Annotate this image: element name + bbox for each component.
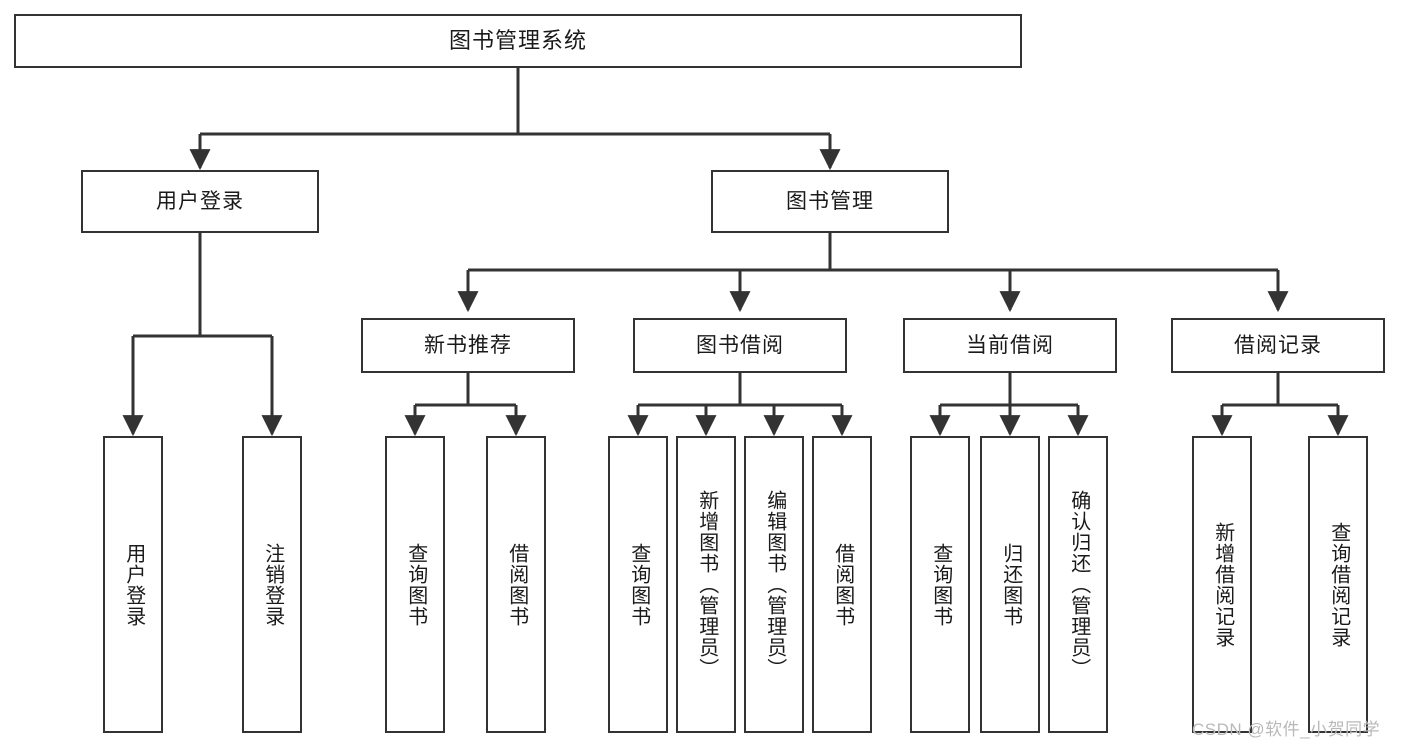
node-user-login-label: 用户登录 [156,189,244,213]
node-root[interactable]: 图书管理系统 [14,14,1022,68]
node-current-borrow-label: 当前借阅 [966,333,1054,357]
node-root-label: 图书管理系统 [448,27,587,53]
leaf-user-login-2[interactable]: 注销登录 [242,436,302,733]
node-book-manage-label: 图书管理 [786,189,874,213]
leaf-new-book-2-label: 借阅图书 [505,542,528,627]
leaf-book-borrow-1-label: 查询图书 [627,542,650,627]
leaf-borrow-record-2-label: 查询借阅记录 [1327,521,1350,648]
leaf-borrow-record-2[interactable]: 查询借阅记录 [1308,436,1368,733]
leaf-new-book-2[interactable]: 借阅图书 [486,436,546,733]
node-new-book-recommend-label: 新书推荐 [424,333,512,357]
leaf-book-borrow-2[interactable]: 新增图书（管理员） [676,436,736,733]
leaf-new-book-1-label: 查询图书 [404,542,427,627]
leaf-borrow-record-1[interactable]: 新增借阅记录 [1192,436,1252,733]
node-borrow-record[interactable]: 借阅记录 [1171,318,1385,373]
leaf-borrow-record-1-label: 新增借阅记录 [1211,521,1234,648]
leaf-book-borrow-3[interactable]: 编辑图书（管理员） [744,436,804,733]
node-book-manage[interactable]: 图书管理 [711,170,949,233]
leaf-new-book-1[interactable]: 查询图书 [385,436,445,733]
leaf-book-borrow-2-label: 新增图书（管理员） [695,490,718,679]
leaf-book-borrow-3-label: 编辑图书（管理员） [763,490,786,679]
csdn-watermark: CSDN @软件_小贺同学 [1192,720,1381,739]
leaf-current-borrow-3-label: 确认归还（管理员） [1067,490,1090,679]
node-new-book-recommend[interactable]: 新书推荐 [361,318,575,373]
leaf-current-borrow-2[interactable]: 归还图书 [980,436,1040,733]
leaf-current-borrow-3[interactable]: 确认归还（管理员） [1048,436,1108,733]
node-current-borrow[interactable]: 当前借阅 [903,318,1117,373]
node-book-borrow-label: 图书借阅 [696,333,784,357]
leaf-book-borrow-4-label: 借阅图书 [831,542,854,627]
leaf-book-borrow-4[interactable]: 借阅图书 [812,436,872,733]
leaf-current-borrow-1-label: 查询图书 [929,542,952,627]
leaf-current-borrow-1[interactable]: 查询图书 [910,436,970,733]
leaf-user-login-1[interactable]: 用户登录 [103,436,163,733]
node-book-borrow[interactable]: 图书借阅 [633,318,847,373]
node-user-login[interactable]: 用户登录 [81,170,319,233]
leaf-user-login-2-label: 注销登录 [261,542,284,627]
leaf-user-login-1-label: 用户登录 [122,542,145,627]
leaf-current-borrow-2-label: 归还图书 [999,542,1022,627]
leaf-book-borrow-1[interactable]: 查询图书 [608,436,668,733]
node-borrow-record-label: 借阅记录 [1234,333,1322,357]
